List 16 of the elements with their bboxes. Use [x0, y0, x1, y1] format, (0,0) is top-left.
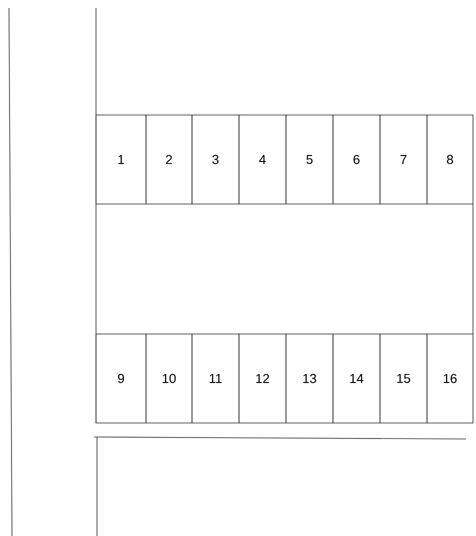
parking-space: 4 [238, 114, 286, 204]
parking-space: 15 [380, 334, 428, 424]
parking-space: 12 [238, 334, 286, 424]
parking-space: 13 [286, 334, 334, 424]
parking-space: 9 [96, 334, 146, 424]
parking-space: 1 [96, 114, 146, 204]
parking-space: 7 [380, 114, 428, 204]
parking-space: 11 [192, 334, 240, 424]
parking-space: 16 [426, 334, 474, 424]
parking-space: 6 [332, 114, 380, 204]
parking-space: 3 [192, 114, 240, 204]
parking-space: 5 [286, 114, 334, 204]
parking-space: 2 [146, 114, 192, 204]
parking-space: 8 [426, 114, 474, 204]
parking-space: 14 [332, 334, 380, 424]
parking-space: 10 [146, 334, 192, 424]
